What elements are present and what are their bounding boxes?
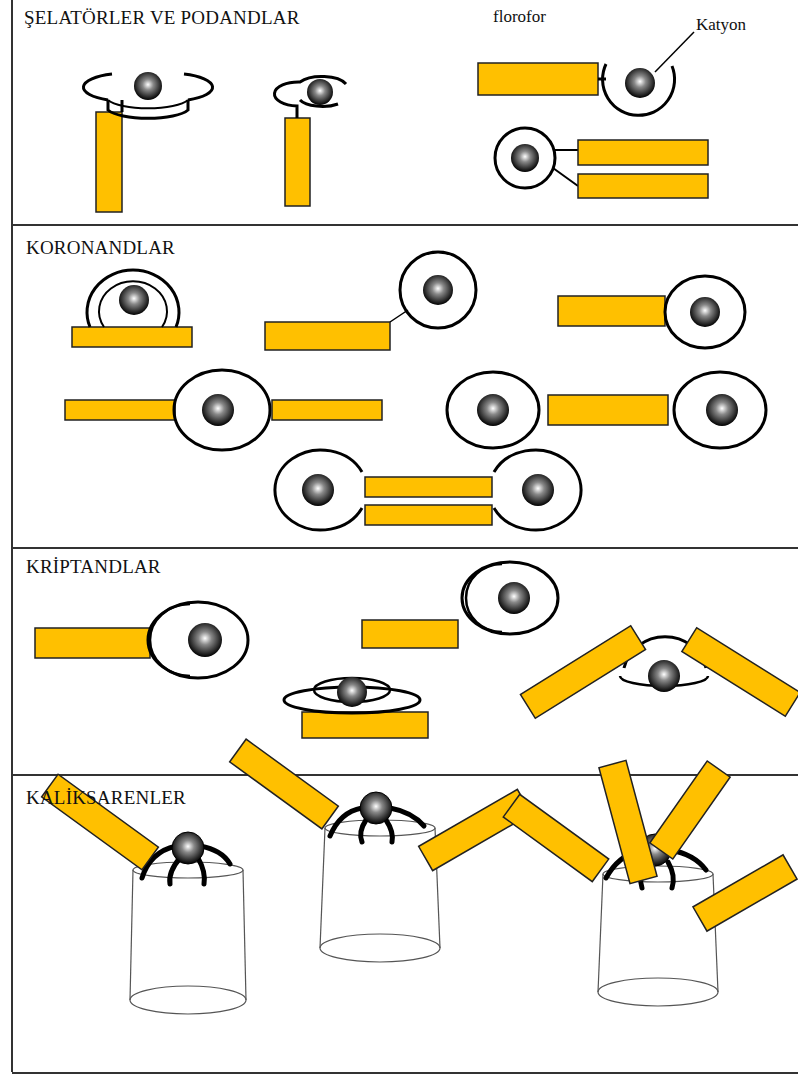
part-label: florofor (493, 8, 546, 27)
part-label: Katyon (696, 16, 746, 35)
frame-lines (12, 0, 798, 1073)
calixarene-figures (42, 739, 797, 1014)
section-heading: ŞELATÖRLER VE PODANDLAR (24, 8, 300, 29)
cryptand-figures (35, 562, 798, 738)
section-heading: KRİPTANDLAR (26, 557, 161, 578)
section-heading: KALİKSARENLER (26, 788, 186, 809)
coronand-figures (65, 252, 766, 530)
section-heading: KORONANDLAR (26, 238, 175, 259)
chelator-podand-figures (83, 32, 708, 212)
